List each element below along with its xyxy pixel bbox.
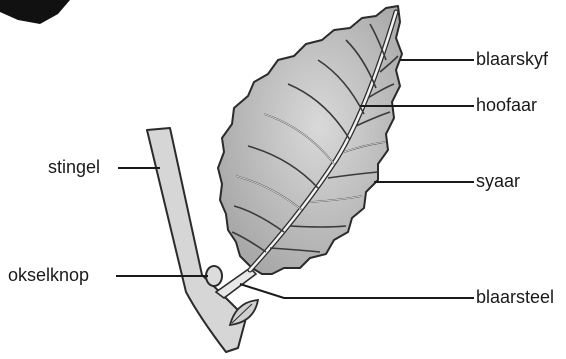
leader-petiole bbox=[240, 284, 474, 298]
label-midrib: hoofaar bbox=[476, 96, 537, 114]
label-stem: stingel bbox=[48, 158, 100, 176]
corner-fragment bbox=[0, 0, 70, 24]
label-axillary-bud: okselknop bbox=[8, 266, 89, 284]
axillary-bud-shape bbox=[206, 266, 222, 286]
label-blade: blaarskyf bbox=[476, 50, 548, 68]
label-vein: syaar bbox=[476, 172, 520, 190]
label-petiole: blaarsteel bbox=[476, 288, 554, 306]
